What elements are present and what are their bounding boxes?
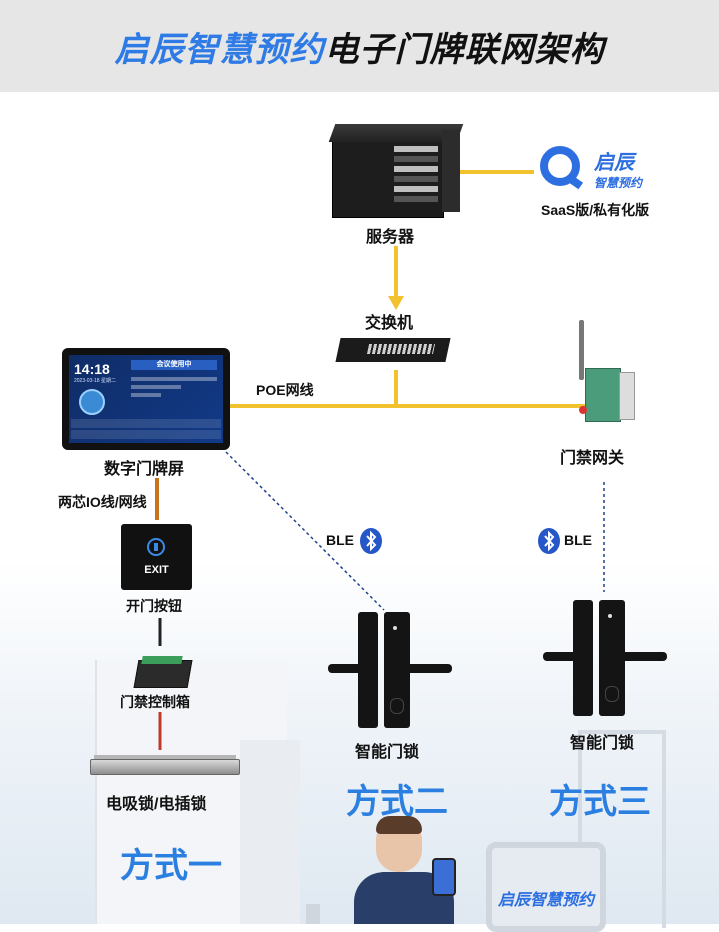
room-frame	[578, 730, 666, 928]
screen-time: 14:18	[74, 361, 110, 377]
fingerprint-icon	[390, 698, 404, 714]
exit-text: EXIT	[144, 564, 169, 576]
control-box-label: 门禁控制箱	[120, 694, 190, 710]
lock-plate	[573, 600, 593, 716]
q-logo-icon	[540, 146, 580, 186]
server-bay	[394, 196, 438, 202]
poe-label: POE网线	[256, 382, 314, 398]
server-bay	[394, 186, 438, 192]
qr-icon	[79, 389, 105, 415]
smart-lock-image	[328, 612, 452, 728]
server-bay	[394, 166, 438, 172]
exit-button-image: EXIT	[121, 524, 192, 590]
exit-button-label: 开门按钮	[126, 598, 182, 614]
lock-led	[608, 614, 612, 618]
platform-edition-label: SaaS版/私有化版	[541, 202, 650, 218]
smart-lock-2-label: 智能门锁	[355, 744, 420, 761]
mag-lock-label: 电吸锁/电插锁	[106, 796, 207, 813]
wire-label: 两芯IO线/网线	[58, 494, 147, 510]
wall-switch	[306, 904, 320, 924]
display-label: 数字门牌屏	[104, 461, 185, 478]
gateway-led	[579, 406, 587, 414]
bluetooth-icon	[360, 528, 382, 554]
digital-display: 14:18 2023-03-18 星期二 会议使用中	[62, 348, 230, 450]
person-hair	[376, 816, 422, 834]
lock-plate	[358, 612, 378, 728]
screen-info-line	[131, 377, 217, 381]
lock-led	[393, 626, 397, 630]
mag-lock-bar	[90, 759, 240, 775]
antenna	[579, 320, 584, 380]
screen-info-line	[131, 385, 181, 389]
ble-right-label: BLE	[564, 532, 592, 548]
mag-lock-plate	[94, 755, 236, 761]
phone-icon	[432, 858, 456, 896]
ble-dash-left	[225, 451, 385, 611]
control-box-image	[133, 652, 193, 688]
kiosk-text: 启辰智慧预约	[498, 892, 595, 909]
server-side	[442, 130, 460, 212]
mode-three: 方式三	[549, 783, 651, 821]
lock-handle	[394, 664, 452, 673]
display-screen: 14:18 2023-03-18 星期二 会议使用中	[69, 355, 223, 443]
screen-date: 2023-03-18 星期二	[74, 378, 116, 384]
control-box-body	[133, 660, 193, 688]
fingerprint-icon	[605, 686, 619, 702]
ble-left-label: BLE	[326, 532, 354, 548]
switch-image	[335, 330, 456, 366]
switch-ports	[366, 344, 436, 354]
server-image	[328, 124, 464, 218]
room-door	[240, 740, 300, 924]
gateway-image	[575, 320, 635, 422]
mag-lock-image	[90, 755, 240, 777]
gateway-side	[619, 372, 635, 420]
bluetooth-icon	[538, 528, 560, 554]
gateway-box	[585, 368, 621, 422]
screen-info-line	[131, 393, 161, 397]
power-ring-icon	[147, 538, 165, 556]
page-title: 启辰智慧预约电子门牌联网架构	[115, 22, 605, 71]
header: 启辰智慧预约电子门牌联网架构	[0, 0, 719, 92]
mode-one: 方式一	[120, 847, 222, 885]
smart-lock-image	[543, 600, 667, 716]
logo-name: 启辰	[594, 152, 634, 174]
switch-label: 交换机	[365, 315, 414, 332]
schedule-row	[71, 430, 221, 439]
server-bay	[394, 146, 438, 152]
title-rest: 电子门牌联网架构	[324, 30, 605, 69]
server-switch-arrow	[388, 296, 404, 310]
schedule-row	[71, 419, 221, 428]
smart-lock-3-label: 智能门锁	[570, 735, 635, 752]
server-bay	[394, 176, 438, 182]
lock-handle	[543, 652, 583, 661]
mode-two: 方式二	[346, 783, 448, 821]
screen-status: 会议使用中	[131, 360, 217, 370]
title-brand: 启辰智慧预约	[114, 30, 325, 69]
lock-handle	[328, 664, 368, 673]
gateway-label: 门禁网关	[560, 450, 625, 467]
kiosk-screen: 启辰智慧预约	[486, 842, 606, 932]
server-label: 服务器	[366, 229, 415, 246]
person-illustration	[354, 816, 464, 924]
control-box-terminal	[141, 656, 183, 664]
server-bay	[394, 156, 438, 162]
lock-handle	[609, 652, 667, 661]
logo-sub: 智慧预约	[594, 176, 643, 190]
platform-logo: 启辰 智慧预约	[540, 146, 660, 196]
